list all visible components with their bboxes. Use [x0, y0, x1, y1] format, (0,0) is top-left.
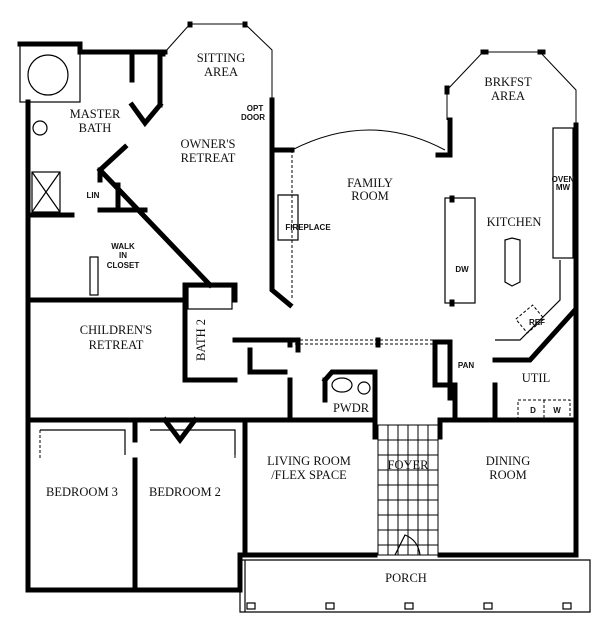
front-door [394, 534, 421, 556]
kitchen-island-counter [444, 197, 476, 304]
room-labels: SITTING AREA MASTER BATH OWNER'S RETREAT… [46, 51, 575, 585]
label-family-room-2: ROOM [351, 189, 389, 203]
label-living-room: LIVING ROOM [267, 454, 351, 468]
label-childrens-retreat: CHILDREN'S [80, 323, 152, 337]
label-walk-in-closet: WALK [111, 242, 135, 251]
label-sitting-area-2: AREA [204, 65, 238, 79]
label-util: UTIL [522, 371, 550, 385]
label-porch: PORCH [385, 571, 427, 585]
label-opt-door: OPT [247, 104, 264, 113]
kitchen-island [504, 237, 521, 287]
label-washer: W [553, 406, 561, 415]
toilet [32, 120, 48, 136]
label-walk-in-closet-2: IN [119, 251, 127, 260]
label-master-bath-2: BATH [79, 121, 112, 135]
wall-cabinets [552, 127, 574, 259]
label-family-room: FAMILY [347, 176, 393, 190]
label-dining-room-2: ROOM [489, 468, 527, 482]
label-kitchen: KITCHEN [487, 215, 542, 229]
label-bedroom-2: BEDROOM 2 [149, 485, 221, 499]
label-bedroom-3: BEDROOM 3 [46, 485, 118, 499]
label-dining-room: DINING [486, 454, 530, 468]
label-master-bath: MASTER [70, 107, 121, 121]
label-opt-door-2: DOOR [241, 113, 265, 122]
label-lin: LIN [87, 191, 100, 200]
label-brkfst-area: BRKFST [484, 75, 532, 89]
label-childrens-retreat-2: RETREAT [89, 338, 144, 352]
label-dw: DW [455, 265, 469, 274]
label-walk-in-closet-3: CLOSET [107, 261, 140, 270]
walls [17, 21, 591, 613]
label-ref: REF [529, 318, 545, 327]
label-bath-2: BATH 2 [194, 319, 208, 361]
pwdr-toilet [357, 381, 371, 395]
foyer-tile [377, 424, 439, 556]
label-foyer: FOYER [388, 458, 430, 472]
label-oven: OVEN [552, 175, 575, 184]
pwdr-sink [331, 377, 353, 393]
tub [27, 54, 69, 96]
label-dryer: D [530, 406, 536, 415]
label-brkfst-area-2: AREA [491, 89, 525, 103]
label-owners-retreat-2: RETREAT [181, 151, 236, 165]
label-mw: MW [556, 183, 571, 192]
tub-deck [19, 43, 81, 103]
label-owners-retreat: OWNER'S [180, 137, 235, 151]
label-sitting-area: SITTING [197, 51, 246, 65]
label-pwdr: PWDR [333, 401, 370, 415]
bathtub-2 [187, 286, 233, 310]
label-living-room-2: /FLEX SPACE [271, 468, 347, 482]
shower [31, 171, 61, 213]
label-pan: PAN [458, 361, 475, 370]
label-fireplace: FIREPLACE [285, 223, 331, 232]
